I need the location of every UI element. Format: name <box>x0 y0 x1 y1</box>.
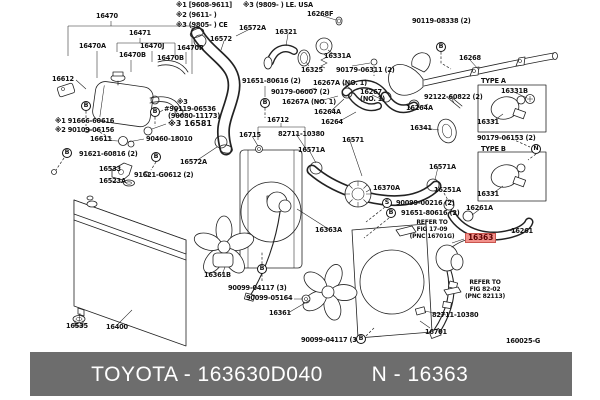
part-label: 16572 <box>210 35 232 43</box>
part-label: 16331B <box>501 87 528 95</box>
part-label: TYPE A <box>481 77 506 85</box>
part-label: 16268F <box>307 10 334 18</box>
part-label: 16331A <box>324 52 351 60</box>
part-label: 16470A <box>79 42 106 50</box>
part-label: 91651-80616 (2) <box>401 209 460 217</box>
part-label: 16264A <box>314 108 341 116</box>
part-label: 16572A <box>180 158 207 166</box>
part-label: 16267 <box>360 88 382 96</box>
reference-note: REFER TO FIG 17-09 (PNC 16701G) <box>409 219 455 240</box>
part-label: 91621-60816 (2) <box>79 150 138 158</box>
part-label: 16571A <box>298 146 325 154</box>
part-label: 90179-06153 (2) <box>477 134 536 142</box>
catalog-part-number: TOYOTA - 163630D040 <box>91 363 323 386</box>
part-label: 16264 <box>321 118 343 126</box>
part-label: ※3 16581 <box>168 119 212 128</box>
part-label: 90179-06007 (2) <box>271 88 330 96</box>
part-label: 16267A (NO. 1) <box>282 98 336 106</box>
part-label: 90179-06311 (2) <box>336 66 395 74</box>
fastener-marker-b: B <box>386 208 396 218</box>
part-label: 16361B <box>204 271 231 279</box>
part-label: 16535 <box>66 322 88 330</box>
part-label: 90460-18010 <box>146 135 193 143</box>
fastener-marker-b: B <box>81 101 91 111</box>
part-label: #90119-06536 <box>164 105 216 113</box>
part-label: 16261A <box>466 204 493 212</box>
part-label: ※3 (9805- ) CE <box>176 21 228 29</box>
part-label: 16321 <box>275 28 297 36</box>
fastener-marker-b: B <box>436 42 446 52</box>
part-label: 16533 <box>99 165 121 173</box>
part-label: 16325 <box>301 66 323 74</box>
part-label: ※3 <box>177 98 188 106</box>
part-label: 16471 <box>129 29 151 37</box>
part-label: 92122-60822 (2) <box>424 93 483 101</box>
part-label: 16470B <box>157 54 184 62</box>
part-label: (90080-11173) <box>168 112 221 120</box>
part-label: 16612 <box>52 75 74 83</box>
part-label: 16611 <box>90 135 112 143</box>
part-label: 90119-08338 (2) <box>412 17 471 25</box>
part-label: 16251A <box>434 186 461 194</box>
part-label: 91621-G0612 (2) <box>134 171 194 179</box>
part-label: ※3 (9809- ) LE. USA <box>243 1 313 9</box>
fastener-marker-b: B <box>150 107 160 117</box>
part-label: 16341 <box>410 124 432 132</box>
part-label: 16571A <box>429 163 456 171</box>
part-label: 16470R <box>177 44 204 52</box>
fastener-marker-s: S <box>382 198 392 208</box>
part-label: 16470B <box>119 51 146 59</box>
part-label: 16470J <box>140 42 165 50</box>
fastener-marker-b: B <box>151 152 161 162</box>
fastener-marker-n: N <box>531 144 541 154</box>
part-label: 16267A (NO. 1) <box>313 79 367 87</box>
highlighted-part-label[interactable]: 16363 <box>465 233 497 243</box>
part-label: 16400 <box>106 323 128 331</box>
selected-part-number: N - 16363 <box>371 363 469 386</box>
part-label: 82711-10380 <box>278 130 325 138</box>
part-label: 90099-04117 (3) <box>228 284 287 292</box>
part-label: TYPE B <box>481 145 506 153</box>
part-label: 16264A <box>406 104 433 112</box>
reference-note: REFER TO FIG 82-02 (PNC 82113) <box>464 279 506 300</box>
part-label: ※2 (9611- ) <box>176 11 217 19</box>
part-label: 16331 <box>477 118 499 126</box>
fastener-marker-b: B <box>257 264 267 274</box>
part-label: 82711-10380 <box>432 311 479 319</box>
part-label: (NO. 1) <box>360 95 385 103</box>
part-label: 16715 <box>239 131 261 139</box>
part-label: ※1 91666-60616 <box>55 117 115 125</box>
part-label: 16261 <box>511 227 533 235</box>
part-number-bar: TOYOTA - 163630D040 N - 16363 <box>30 352 572 396</box>
part-label: 16571 <box>342 136 364 144</box>
fastener-marker-b: B <box>260 98 270 108</box>
part-label: 16363A <box>315 226 342 234</box>
part-label: 16701 <box>425 328 447 336</box>
part-label: 16268 <box>459 54 481 62</box>
part-label: 90099-04117 (3) <box>301 336 360 344</box>
part-label: 90099-05164 <box>246 294 293 302</box>
part-label: 16523A <box>99 177 126 185</box>
part-label: 16331 <box>477 190 499 198</box>
fastener-marker-b: B <box>356 334 366 344</box>
part-label: 16370A <box>373 184 400 192</box>
part-label: 160025-G <box>506 337 541 345</box>
part-label: 16361 <box>269 309 291 317</box>
part-label: 16470 <box>96 12 118 20</box>
part-label: ※1 [9608-9611] <box>176 1 232 9</box>
part-label: 16572A <box>239 24 266 32</box>
part-label: ※2 90109-06156 <box>55 126 115 134</box>
fastener-marker-b: B <box>62 148 72 158</box>
part-label: 16712 <box>267 116 289 124</box>
part-label: 91651-80616 (2) <box>242 77 301 85</box>
part-label: 90099-00216 (2) <box>396 199 455 207</box>
